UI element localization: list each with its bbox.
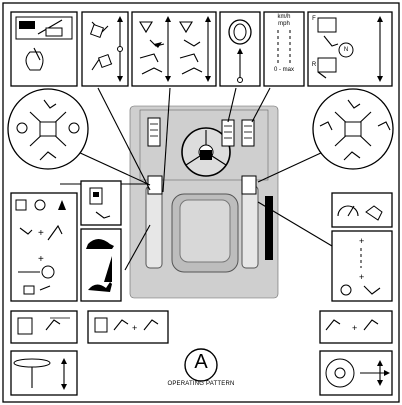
right-pedal (241, 119, 255, 147)
panel-bottom-left-3 (10, 350, 78, 396)
shift-label-neutral: N (343, 47, 349, 53)
svg-text:+: + (38, 228, 44, 239)
operating-pattern-caption: OPERATING PATTERN (167, 381, 235, 387)
rabbit-icon (88, 282, 112, 292)
svg-text:+: + (352, 323, 357, 333)
circle-right-joystick-pattern (312, 88, 394, 170)
turtle-icon (86, 239, 114, 249)
shift-label-reverse: R (311, 62, 317, 68)
panel-attachment-controls (131, 11, 217, 87)
panel-throttle-mode (10, 11, 78, 87)
panel-lift-lower (81, 11, 129, 87)
right-armrest (241, 185, 259, 269)
badge-circle (184, 348, 218, 382)
center-pedal (221, 119, 235, 147)
panel-right-speed-sensor (331, 192, 393, 228)
panel-right-travel-control: + + (331, 230, 393, 302)
svg-text:+: + (359, 236, 364, 246)
right-console-strip (265, 196, 273, 260)
panel-bottom-left-2: + (87, 310, 169, 344)
panel-bottom-right-2 (319, 350, 393, 396)
steering-column-icon (13, 358, 51, 368)
machine-top-view (129, 105, 279, 299)
speed-unit-primary: km/h (277, 14, 291, 20)
panel-left-fuel (80, 180, 122, 226)
panel-pedal-forward (219, 11, 261, 87)
circle-left-joystick-pattern (7, 88, 89, 170)
gauge-icon (337, 205, 359, 217)
speed-unit-secondary: mph (278, 21, 290, 27)
left-pedal (147, 117, 161, 147)
svg-text:+: + (359, 272, 364, 282)
panel-travel-speed (263, 11, 305, 87)
shift-label-forward: F (312, 16, 316, 22)
panel-bottom-left-1 (10, 310, 78, 344)
svg-text:+: + (38, 254, 44, 265)
speed-range-label: 0 - max (273, 67, 294, 73)
panel-direction-shift (307, 11, 393, 87)
panel-bottom-right-1: + (319, 310, 393, 344)
panel-speed-range (80, 228, 122, 302)
svg-text:+: + (132, 323, 137, 333)
badge-letter: A (194, 351, 208, 373)
panel-left-multi-function: + + (10, 192, 78, 302)
